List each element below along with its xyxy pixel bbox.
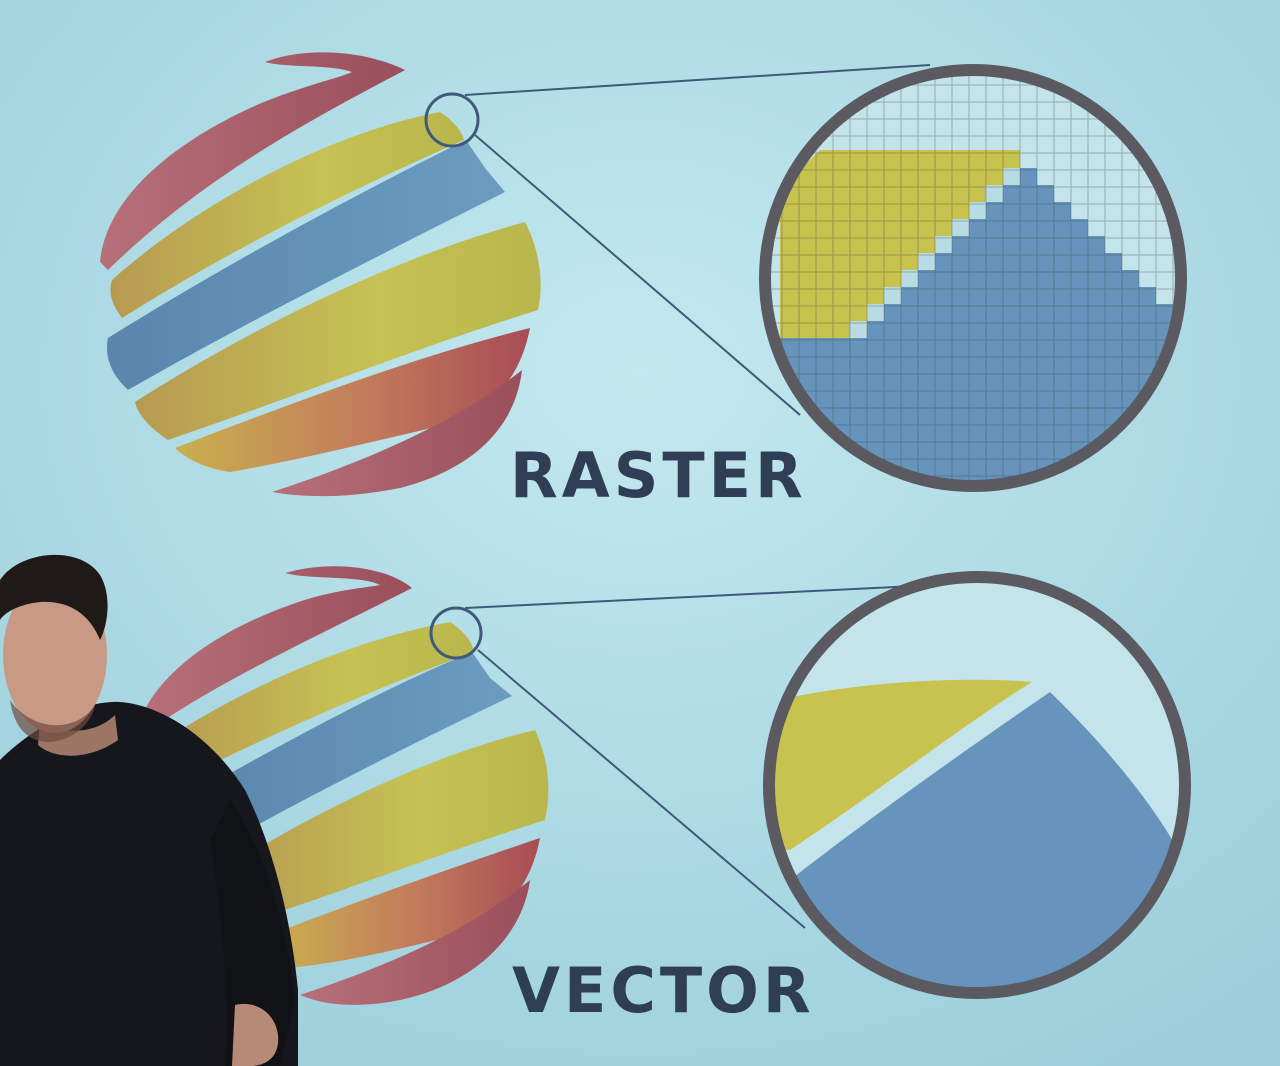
raster-logo: [100, 52, 541, 497]
vector-magnifier: [763, 571, 1191, 999]
vector-logo: [140, 566, 549, 1005]
raster-label: RASTER: [510, 439, 807, 512]
presenter-figure: [0, 554, 298, 1066]
vector-zoom-callout: [429, 584, 936, 929]
raster-zoom-callout: [424, 64, 931, 416]
vector-label: VECTOR: [512, 954, 815, 1027]
raster-magnifier: [759, 64, 1187, 492]
